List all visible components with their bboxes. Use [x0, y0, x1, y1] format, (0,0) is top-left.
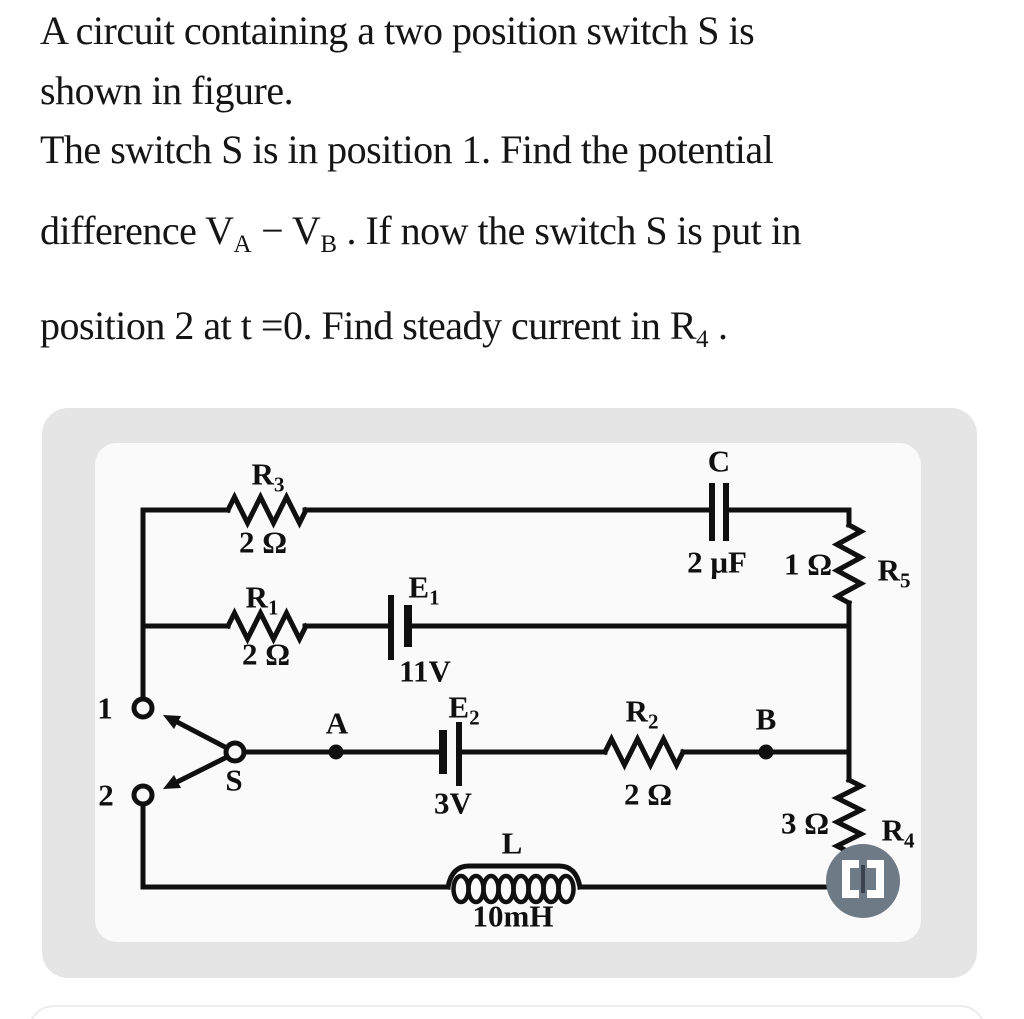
label-e1-name: E1: [408, 569, 440, 610]
resistor-r4-symbol: [831, 776, 867, 856]
label-r4-name: R4: [881, 812, 915, 853]
node-a-dot: [328, 744, 344, 760]
capacitor-c-symbol: [709, 483, 729, 541]
inductor-l-coils: [451, 873, 576, 905]
line5-post: .: [708, 303, 728, 348]
problem-line-3: The switch S is in position 1. Find the …: [40, 127, 774, 172]
switch-terminal-2: [131, 783, 155, 807]
switch-arrow-to-2-head: [163, 775, 181, 789]
label-e2-value: 3V: [434, 785, 472, 821]
line4-pre: difference V: [40, 208, 234, 253]
problem-line-4: difference VA − VB . If now the switch S…: [40, 207, 802, 258]
line4-sub-b: B: [320, 231, 338, 258]
switch-terminal-1: [131, 696, 155, 720]
resistor-r5-symbol: [831, 521, 867, 607]
resistor-r3-symbol: [224, 491, 310, 529]
problem-line-2: shown in figure.: [40, 68, 294, 113]
node-b-dot: [758, 744, 774, 760]
label-l-value: 10mH: [472, 898, 554, 934]
label-e1-value: 11V: [399, 653, 451, 689]
switch-arrow-to-1: [175, 719, 231, 752]
problem-line-5: position 2 at t =0. Find steady current …: [40, 302, 728, 353]
figure-panel: [95, 443, 921, 942]
switch-arrow-to-1-head: [163, 715, 181, 729]
label-r2-name: R2: [625, 693, 659, 734]
label-r1-value: 2 Ω: [241, 636, 291, 672]
label-r5-value: 1 Ω: [783, 546, 833, 582]
label-r4-value: 3 Ω: [780, 805, 830, 841]
label-e2-name: E2: [448, 689, 480, 730]
label-l-name: L: [501, 825, 523, 861]
label-switch-position-1: 1: [97, 690, 113, 726]
label-r3-name: R3: [251, 456, 285, 497]
switch-pole: [223, 740, 247, 764]
brand-badge-bracket-right: [867, 860, 884, 898]
resistor-r2-symbol: [601, 733, 687, 771]
label-node-a: A: [325, 705, 349, 741]
label-r1-name: R1: [245, 579, 279, 620]
problem-line-1: A circuit containing a two position swit…: [40, 8, 755, 53]
line5-sub-4: 4: [696, 326, 709, 353]
label-r2-value: 2 Ω: [623, 776, 673, 812]
label-c-value: 2 μF: [687, 544, 747, 580]
line4-sub-a: A: [233, 231, 252, 258]
line4-mid: − V: [251, 208, 321, 253]
brand-badge: [826, 844, 900, 918]
label-switch-name: S: [225, 762, 243, 798]
label-r5-name: R5: [877, 552, 911, 593]
switch-arrow-to-2: [175, 753, 231, 785]
resistor-r1-symbol: [224, 607, 310, 645]
label-c-name: C: [707, 443, 731, 479]
label-switch-position-2: 2: [98, 777, 114, 813]
brand-badge-bracket-left: [842, 860, 859, 898]
line4-post: . If now the switch S is put in: [337, 208, 802, 253]
line5-pre: position 2 at t =0. Find steady current …: [40, 303, 697, 348]
label-r3-value: 2 Ω: [238, 524, 288, 560]
inductor-l-envelope: [445, 863, 583, 890]
label-node-b: B: [755, 701, 777, 737]
